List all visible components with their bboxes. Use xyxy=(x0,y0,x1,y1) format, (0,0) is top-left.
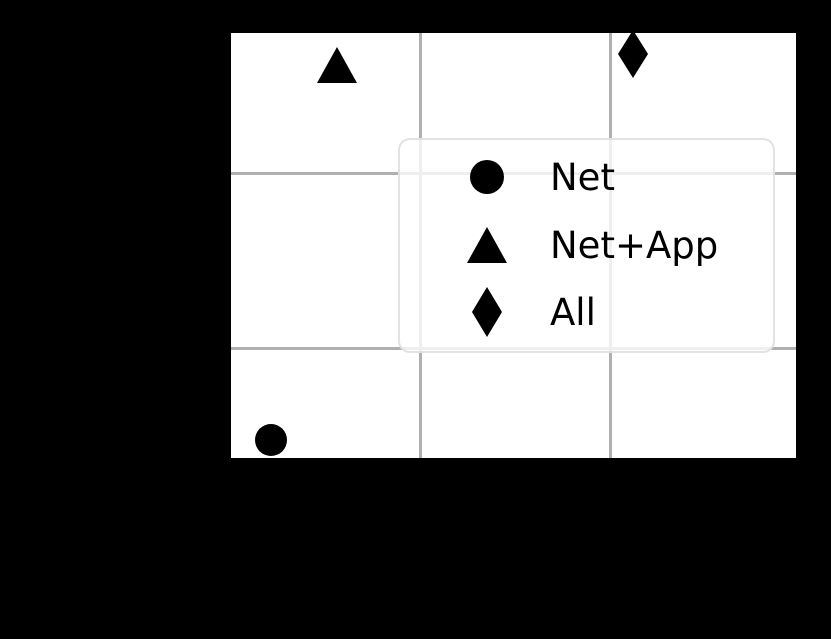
legend-item-all[interactable]: All xyxy=(400,279,773,345)
circle-icon xyxy=(465,159,509,195)
data-point-net-app-triangle xyxy=(315,45,359,85)
chart-legend[interactable]: Net Net+App All xyxy=(398,138,775,353)
data-point-all-diamond xyxy=(617,33,649,79)
triangle-icon xyxy=(465,226,509,264)
legend-label-all: All xyxy=(550,290,596,334)
legend-item-net-app[interactable]: Net+App xyxy=(400,212,773,278)
legend-label-net: Net xyxy=(550,155,615,199)
legend-item-net[interactable]: Net xyxy=(400,144,773,210)
data-point-net-circle xyxy=(254,423,288,457)
legend-label-net-app: Net+App xyxy=(550,223,719,267)
diamond-icon xyxy=(465,286,509,338)
